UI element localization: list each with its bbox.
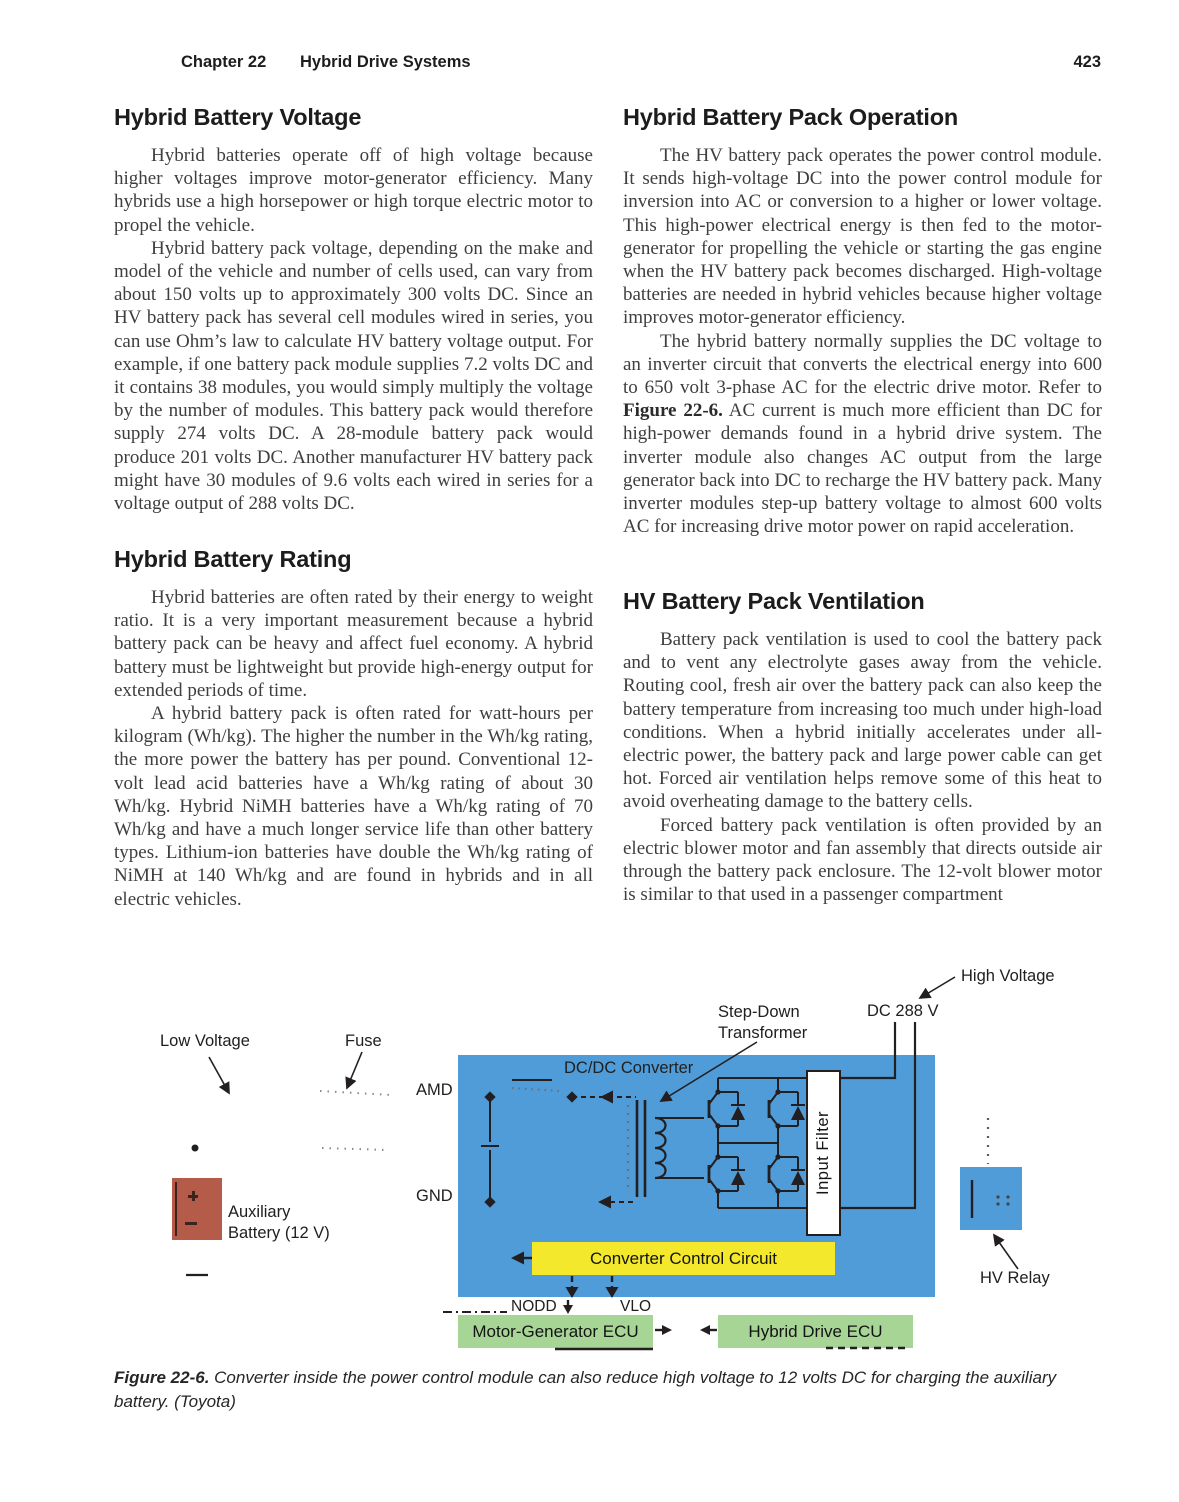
- battery-minus-mark: [185, 1222, 197, 1225]
- high-voltage-label: High Voltage: [961, 967, 1055, 985]
- converter-internal-wires: [481, 1079, 552, 1202]
- dc-288v-wires: [839, 1022, 917, 1210]
- paragraph: The HV battery pack operates the power c…: [623, 145, 1102, 329]
- paragraph: Hybrid batteries are often rated by thei…: [114, 587, 593, 701]
- paragraph-text: The hybrid battery normally supplies the…: [623, 330, 1102, 399]
- paragraph-text: AC current is much more efficient than D…: [623, 400, 1102, 538]
- figure-caption-text: Converter inside the power control modul…: [114, 1368, 1057, 1411]
- wire-arrowhead: [598, 1195, 611, 1209]
- igbt-cell: [767, 1143, 805, 1208]
- high-voltage-arrow: [918, 976, 956, 999]
- wire-junction-dot: [191, 1144, 199, 1152]
- fuse-symbol-faded: [319, 1090, 393, 1151]
- paragraph: The hybrid battery normally supplies the…: [623, 330, 1102, 539]
- motor-generator-ecu-box: Motor-Generator ECU: [458, 1315, 653, 1348]
- header-book-title: Hybrid Drive Systems: [300, 53, 471, 71]
- low-voltage-label: Low Voltage: [160, 1032, 250, 1050]
- paragraph: Battery pack ventilation is used to cool…: [623, 629, 1102, 813]
- paragraph: A hybrid battery pack is often rated for…: [114, 703, 593, 910]
- header-chapter: Chapter 22: [181, 53, 267, 71]
- section-heading: HV Battery Pack Ventilation: [623, 588, 925, 614]
- vlo-signal-label: VLO: [620, 1298, 652, 1315]
- dcdc-converter-label: DC/DC Converter: [564, 1059, 694, 1077]
- igbt-cell: [707, 1078, 745, 1143]
- control-signal-arrows: [511, 1251, 619, 1314]
- paragraph: Hybrid batteries operate off of high vol…: [114, 145, 593, 236]
- converter-control-circuit-bar: Converter Control Circuit: [532, 1242, 835, 1275]
- battery-edge-mark: [175, 1182, 177, 1236]
- hv-relay-arrow: [992, 1233, 1019, 1270]
- section-heading: Hybrid Battery Pack Operation: [623, 104, 959, 130]
- bridge-rails: [718, 1077, 806, 1209]
- faded-noise-dots: [511, 1087, 561, 1092]
- figure-caption-label: Figure 22-6.: [114, 1368, 210, 1387]
- label-line: Transformer: [718, 1024, 808, 1042]
- ecu-link-arrows: [655, 1325, 717, 1335]
- section-heading: Hybrid Battery Voltage: [114, 104, 362, 130]
- low-voltage-arrow: [208, 1056, 230, 1095]
- figure-caption: Figure 22-6. Converter inside the power …: [114, 1366, 1109, 1413]
- input-filter-box: Input Filter: [806, 1070, 841, 1236]
- hybrid-drive-ecu-box: Hybrid Drive ECU: [718, 1315, 913, 1348]
- dc-288v-label: DC 288 V: [867, 1002, 939, 1020]
- igbt-cell: [767, 1078, 805, 1143]
- igbt-cell: [707, 1143, 745, 1208]
- section-hv-battery-pack-ventilation: HV Battery Pack Ventilation Battery pack…: [623, 588, 1102, 906]
- hv-relay-label: HV Relay: [980, 1269, 1050, 1287]
- converter-control-circuit-label: Converter Control Circuit: [589, 1248, 778, 1268]
- section-hybrid-battery-voltage: Hybrid Battery Voltage Hybrid batteries …: [114, 104, 593, 515]
- paragraph: Hybrid battery pack voltage, depending o…: [114, 237, 593, 515]
- wire-node: [566, 1091, 578, 1103]
- label-line: Auxiliary: [228, 1203, 291, 1221]
- hv-relay-box: [960, 1167, 1022, 1230]
- paragraph: Forced battery pack ventilation is often…: [623, 814, 1102, 906]
- capacitor-node: [484, 1091, 496, 1103]
- scan-remnant-lines: [443, 1311, 910, 1351]
- figure-reference: Figure 22-6.: [623, 400, 723, 422]
- nodd-signal-label: NODD: [511, 1298, 557, 1315]
- circuit-diagram: [186, 976, 1019, 1351]
- step-down-transformer-symbol: [626, 1100, 704, 1197]
- section-hybrid-battery-rating: Hybrid Battery Rating Hybrid batteries a…: [114, 546, 593, 911]
- section-hybrid-battery-pack-operation: Hybrid Battery Pack Operation The HV bat…: [623, 104, 1102, 538]
- battery-plus-mark: [192, 1191, 195, 1201]
- motor-generator-ecu-label: Motor-Generator ECU: [472, 1321, 639, 1341]
- hybrid-drive-ecu-label: Hybrid Drive ECU: [748, 1321, 883, 1341]
- section-heading: Hybrid Battery Rating: [114, 546, 352, 572]
- fuse-arrow: [345, 1051, 363, 1090]
- header-page-number: 423: [1073, 53, 1101, 71]
- capacitor-node: [484, 1196, 496, 1208]
- igbt-bridge: [707, 1078, 805, 1208]
- auxiliary-battery-symbol: [172, 1178, 222, 1240]
- relay-dots: [996, 1195, 1010, 1206]
- step-down-transformer-arrow: [659, 1041, 758, 1102]
- label-line: Step-Down: [718, 1003, 800, 1021]
- label-line: Battery (12 V): [228, 1224, 330, 1242]
- fuse-label: Fuse: [345, 1032, 382, 1050]
- wire-arrowhead: [600, 1090, 613, 1104]
- amd-signal-label: AMD: [416, 1081, 453, 1099]
- gnd-signal-label: GND: [416, 1187, 453, 1205]
